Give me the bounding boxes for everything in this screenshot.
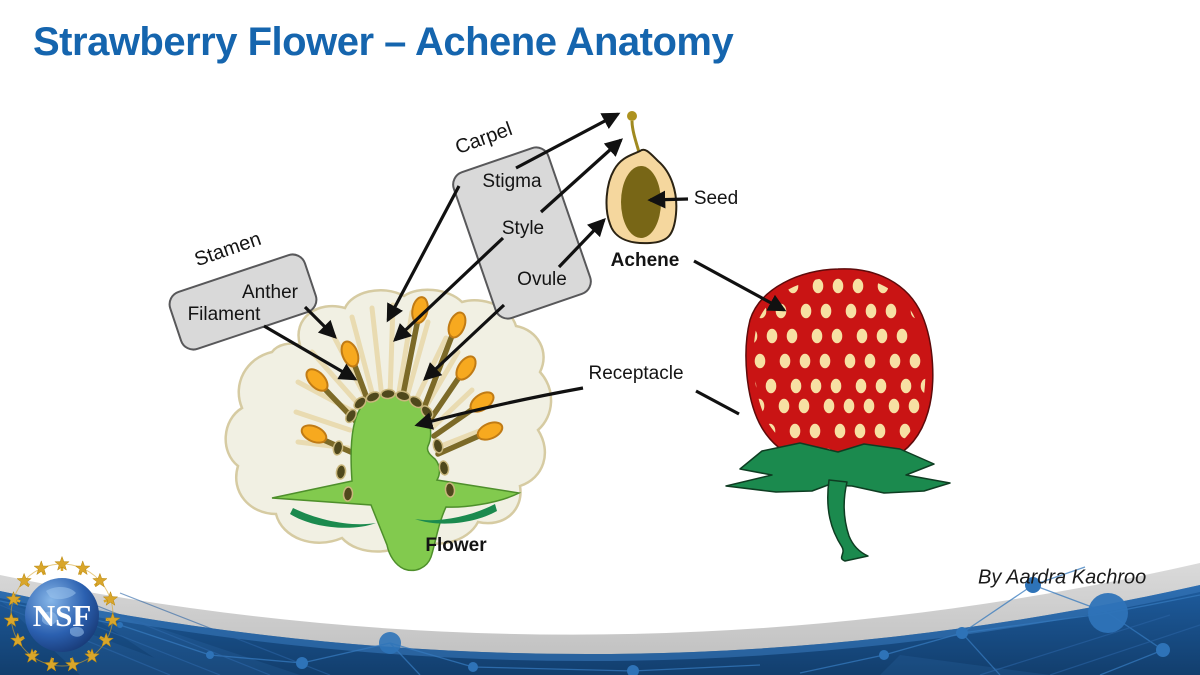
nsf-star-ring [3,555,121,672]
achene-body [605,148,678,245]
achene-detail-art [605,111,678,245]
strawberry-body [745,268,934,469]
arrow-ovule-to-flower [423,303,506,381]
strawberry-achene-dots [753,278,926,461]
blue-band [0,585,1200,675]
flower-petals [224,288,553,553]
achene-style-stalk [630,120,641,153]
label-ovule: Ovule [517,269,567,290]
label-carpel: Carpel [452,118,516,159]
flower-anthers [300,296,504,444]
nsf-continents [42,587,84,637]
arrow-seed-to-seed [647,190,689,209]
arrow-filament-to-flower [263,324,358,381]
nsf-star-ring-line [10,563,114,667]
blue-band-highlight [0,585,1200,662]
nsf-logo-text: NSF [33,598,92,633]
flower-ovules [332,388,456,502]
flower-filaments [314,311,491,459]
nsf-logo: NSF [3,555,121,672]
strawberry-fruit [725,268,951,562]
achene-seed [621,166,661,238]
nsf-globe [25,578,99,652]
label-stigma: Stigma [482,171,542,192]
arrow-receptacle-to-flower [414,386,584,430]
label-filament: Filament [187,304,261,325]
flower-sepals [290,504,497,528]
label-receptacle: Receptacle [588,363,684,384]
flower-cross-section [224,288,553,572]
strawberry-calyx [725,442,951,562]
flower-styles [293,302,485,451]
achene-stigma-dot [627,111,637,121]
label-flower: Flower [425,535,487,556]
line-receptacle-to-strawberry [695,389,740,416]
label-anther: Anther [242,282,298,303]
slide-title: Strawberry Flower – Achene Anatomy [33,20,734,64]
author-credit: By Aardra Kachroo [978,566,1147,589]
label-achene: Achene [610,250,680,271]
label-seed: Seed [693,188,739,209]
label-style: Style [501,218,545,239]
arrow-stigma-to-flower [386,185,461,323]
arrow-achene-to-strawberry [693,259,787,312]
